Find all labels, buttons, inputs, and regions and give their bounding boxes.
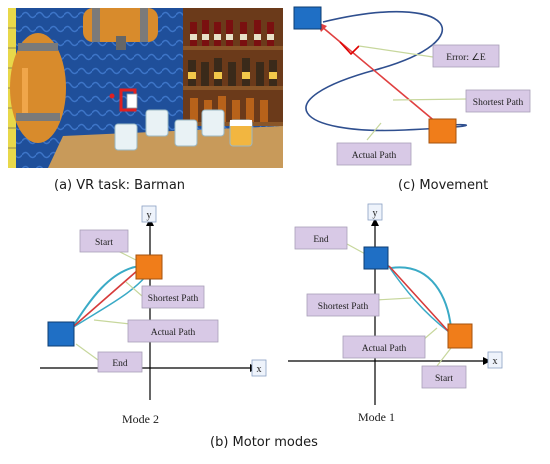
mode2-shortest-path	[73, 269, 139, 327]
mode2-actual-label: Actual Path	[151, 328, 196, 338]
vr-barman-illustration	[8, 8, 283, 168]
vr-scene	[8, 8, 283, 168]
end-box	[293, 6, 322, 30]
shortest-path-label: Shortest Path	[473, 98, 524, 108]
mode2-start-box	[135, 254, 163, 280]
shortest-path-label-box	[465, 89, 531, 113]
mode1-y-label: y	[373, 208, 378, 219]
mode1-end-label: End	[313, 235, 329, 245]
mode2-end-label: End	[112, 359, 128, 369]
mode2-x-label: x	[257, 364, 262, 375]
mode2-title: Mode 2	[122, 412, 159, 426]
error-angle-marker	[339, 41, 360, 56]
mode2-diagram: y x Start Shortest Path Actual Path End	[30, 200, 280, 400]
mode2-y-label: y	[147, 210, 152, 221]
bar-counter	[48, 126, 283, 168]
bottle-shelf	[183, 8, 283, 126]
mode2-end-box	[47, 321, 75, 347]
mode1-start-label: Start	[435, 374, 453, 384]
barrel-top	[83, 8, 158, 50]
error-label: Error: ∠E	[446, 52, 486, 63]
mode2-actual-path	[71, 265, 141, 329]
mode1-actual-path	[390, 266, 452, 329]
mode1-actual-label: Actual Path	[362, 344, 407, 354]
mode1-shortest-label: Shortest Path	[318, 302, 369, 312]
mode1-shortest-path	[388, 265, 450, 333]
mode1-diagram: y x End Shortest Path Actual Path Start	[283, 200, 545, 405]
mode1-title: Mode 1	[358, 410, 395, 424]
actual-path-label-box	[336, 142, 412, 166]
movement-diagram: Error: ∠E Shortest Path Actual Path	[285, 0, 550, 175]
error-label-box	[432, 44, 500, 68]
beer-mugs	[114, 109, 225, 151]
actual-path-label: Actual Path	[352, 151, 397, 161]
mode1-x-label: x	[493, 356, 498, 367]
mode1-start-box	[447, 323, 473, 349]
caption-vr-task: (a) VR task: Barman	[54, 178, 186, 193]
barrel-left	[10, 33, 66, 143]
mode2-start-label: Start	[95, 238, 113, 248]
mode1-end-box	[363, 246, 389, 270]
shortest-path-line	[320, 25, 444, 129]
mode2-shortest-label: Shortest Path	[148, 294, 199, 304]
actual-path-curve	[305, 10, 468, 132]
caption-motor-modes: (b) Motor modes	[210, 435, 318, 450]
caption-movement: (c) Movement	[398, 178, 489, 193]
start-box	[428, 118, 457, 144]
